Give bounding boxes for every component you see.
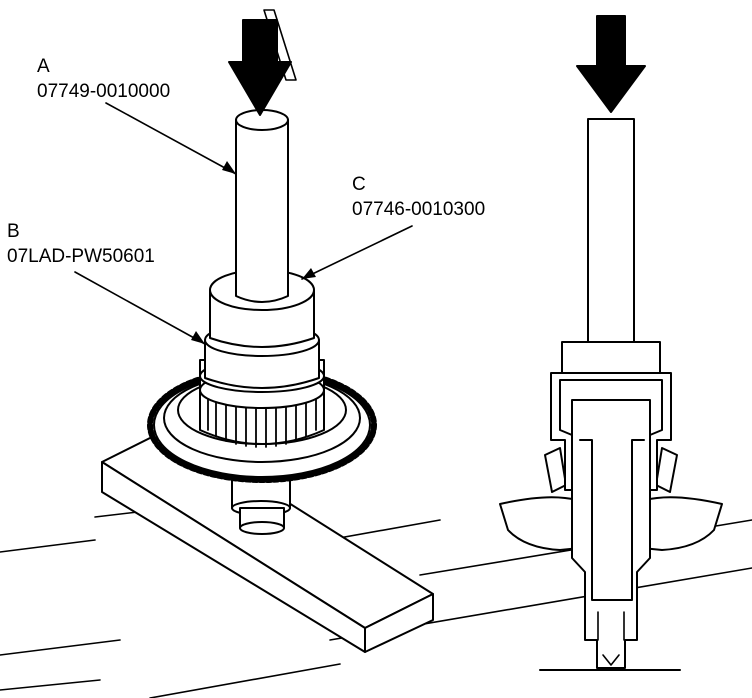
callout-a-letter: A bbox=[37, 56, 50, 77]
callout-a-part-number: 07749-0010000 bbox=[37, 81, 170, 102]
driver-handle-a bbox=[235, 109, 289, 303]
callout-c-letter: C bbox=[352, 174, 366, 195]
driver-rod bbox=[587, 118, 635, 343]
callout-b: B 07LAD-PW50601 bbox=[7, 221, 155, 267]
lower-shaft bbox=[231, 479, 291, 535]
callout-b-letter: B bbox=[7, 221, 20, 242]
bearing-section bbox=[544, 447, 678, 493]
callout-c-part-number: 07746-0010300 bbox=[352, 199, 485, 220]
callout-c: C 07746-0010300 bbox=[352, 174, 485, 220]
perspective-view bbox=[0, 9, 752, 698]
gear-section bbox=[499, 496, 723, 551]
shaft-section bbox=[571, 399, 651, 669]
leader-lines bbox=[74, 102, 413, 345]
press-arrow-icon bbox=[228, 9, 297, 116]
press-arrow-icon bbox=[576, 15, 646, 113]
callout-b-part-number: 07LAD-PW50601 bbox=[7, 246, 155, 267]
callout-a: A 07749-0010000 bbox=[37, 56, 170, 102]
cross-section-view bbox=[499, 15, 723, 671]
